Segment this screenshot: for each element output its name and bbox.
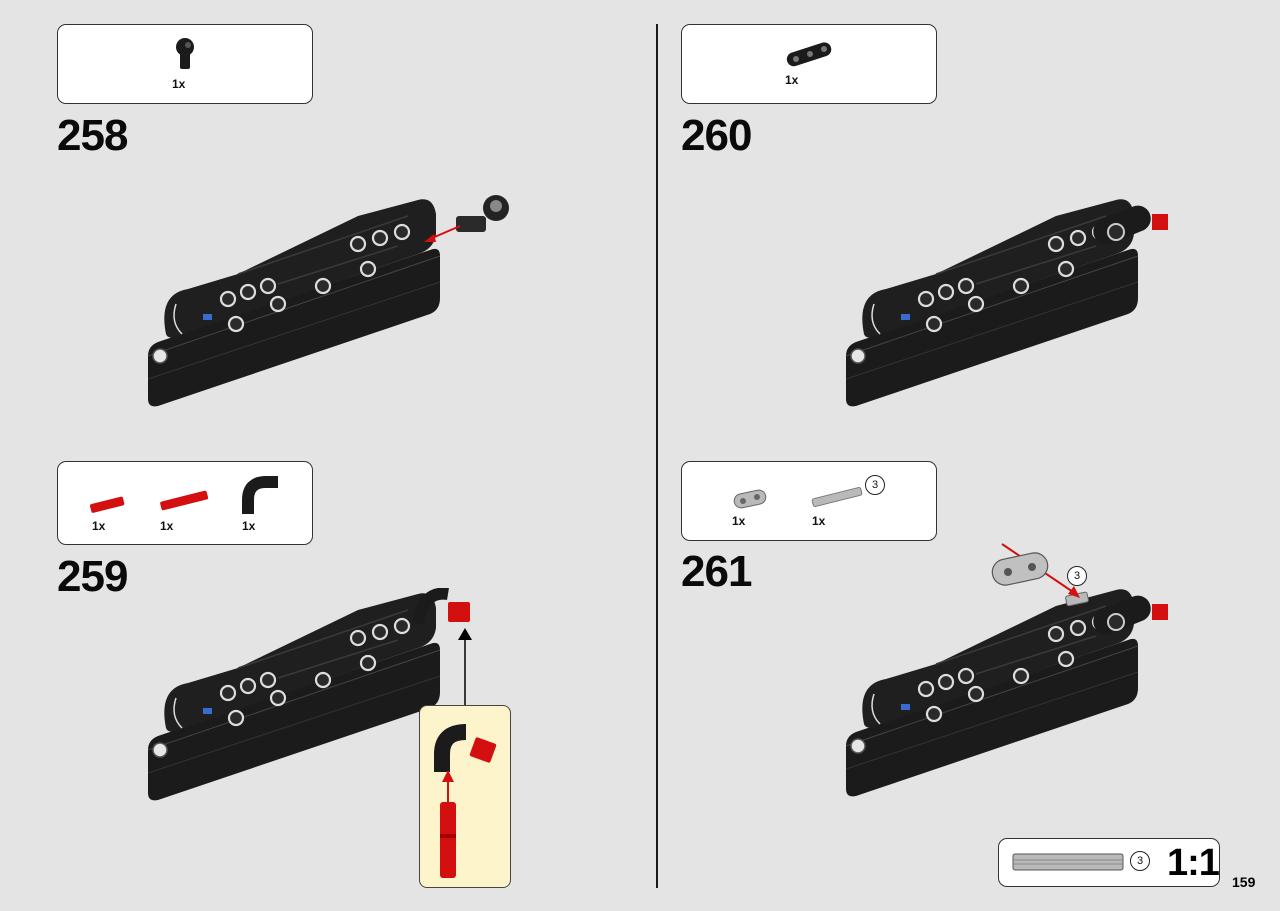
part-qty: 1x xyxy=(172,77,186,91)
axle-scale-icon xyxy=(1012,853,1124,871)
grey-axle-3-icon xyxy=(811,486,863,508)
part-qty: 1x xyxy=(732,514,746,528)
sub-assembly-callout xyxy=(419,705,511,888)
angle-connector-part xyxy=(456,195,509,232)
assembly-258 xyxy=(148,195,509,408)
page-number: 159 xyxy=(1232,874,1256,890)
part-qty: 1x xyxy=(242,519,256,533)
red-axle-pin-long-icon xyxy=(160,490,209,511)
black-beam-part xyxy=(1093,595,1168,635)
scale-ratio: 1:1 xyxy=(1167,842,1220,884)
step-number-258: 258 xyxy=(57,111,128,160)
assembly-260 xyxy=(846,198,1168,408)
scale-length-badge: 3 xyxy=(1130,851,1150,871)
red-axle-pin-icon xyxy=(89,496,125,513)
step-number-259: 259 xyxy=(57,552,128,601)
parts-list-260: 1x xyxy=(681,24,937,104)
angle-connector-icon xyxy=(176,38,194,69)
part-qty: 1x xyxy=(92,519,106,533)
grey-beam-2-icon xyxy=(733,489,767,509)
grey-beam-part-261 xyxy=(991,543,1080,598)
axle-length-badge: 3 xyxy=(865,475,885,495)
parts-list-259: 1x 1x 1x xyxy=(57,461,313,545)
part-qty: 1x xyxy=(812,514,826,528)
scale-reference-box: 3 1:1 xyxy=(998,838,1220,887)
callout-length-badge: 3 xyxy=(1067,566,1087,586)
assembly-259 xyxy=(148,588,470,802)
assembly-261 xyxy=(846,588,1168,798)
parts-list-258: 1x xyxy=(57,24,313,104)
curved-connector-part xyxy=(412,588,470,626)
page-divider xyxy=(656,24,658,888)
part-qty: 1x xyxy=(160,519,174,533)
step-number-261: 261 xyxy=(681,547,752,596)
insert-arrow xyxy=(458,628,472,708)
black-beam-part xyxy=(1093,205,1168,245)
step-number-260: 260 xyxy=(681,111,752,160)
parts-list-261: 1x 1x 3 xyxy=(681,461,937,541)
black-beam-3-icon xyxy=(786,42,832,67)
curved-connector-icon xyxy=(242,476,278,514)
part-qty: 1x xyxy=(785,73,799,87)
